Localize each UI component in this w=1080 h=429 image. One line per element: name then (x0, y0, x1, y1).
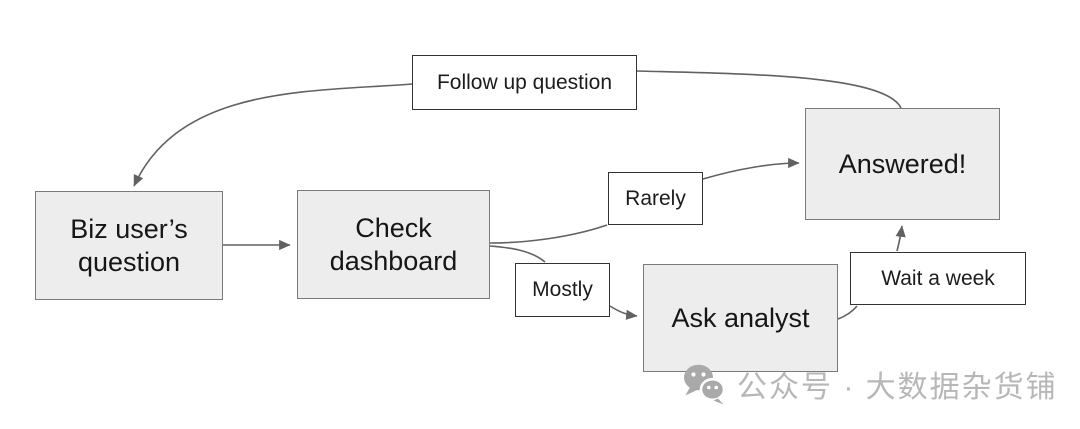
node-check-dashboard: Check dashboard (297, 190, 490, 299)
edge-mostly-to-ask (609, 305, 638, 320)
edge-rarely-to-answered (702, 157, 800, 180)
edge-ask-to-wait (837, 305, 858, 320)
edge-label-text-rarely: Rarely (625, 186, 686, 210)
edge-check-to-mostly (489, 245, 546, 263)
node-label-check-dashboard: Check dashboard (329, 213, 458, 276)
edge-label-text-follow-up-question: Follow up question (436, 70, 613, 94)
node-label-ask-analyst: Ask analyst (671, 302, 810, 333)
edge-label-follow-up-question: Follow up question (412, 55, 637, 110)
edge-check-to-rarely (489, 224, 608, 244)
node-label-biz-users-question: Biz user’s question (70, 214, 188, 277)
wechat-icon (682, 364, 728, 405)
edge-wait-to-answered (895, 225, 906, 252)
edge-label-mostly: Mostly (515, 263, 610, 317)
edge-label-text-mostly: Mostly (532, 278, 593, 302)
node-ask-analyst: Ask analyst (643, 264, 838, 372)
watermark: 公众号 · 大数据杂货铺 (682, 362, 1058, 406)
node-biz-users-question: Biz user’s question (35, 191, 223, 300)
node-label-answered: Answered! (838, 148, 967, 179)
node-answered: Answered! (805, 108, 1000, 220)
edge-followup-to-biz (133, 83, 413, 187)
watermark-text: 公众号 · 大数据杂货铺 (737, 371, 1058, 404)
edge-label-rarely: Rarely (608, 172, 703, 225)
edge-answered-to-followup (636, 70, 902, 109)
edge-label-wait-a-week: Wait a week (850, 252, 1026, 305)
edge-label-text-wait-a-week: Wait a week (881, 266, 995, 290)
